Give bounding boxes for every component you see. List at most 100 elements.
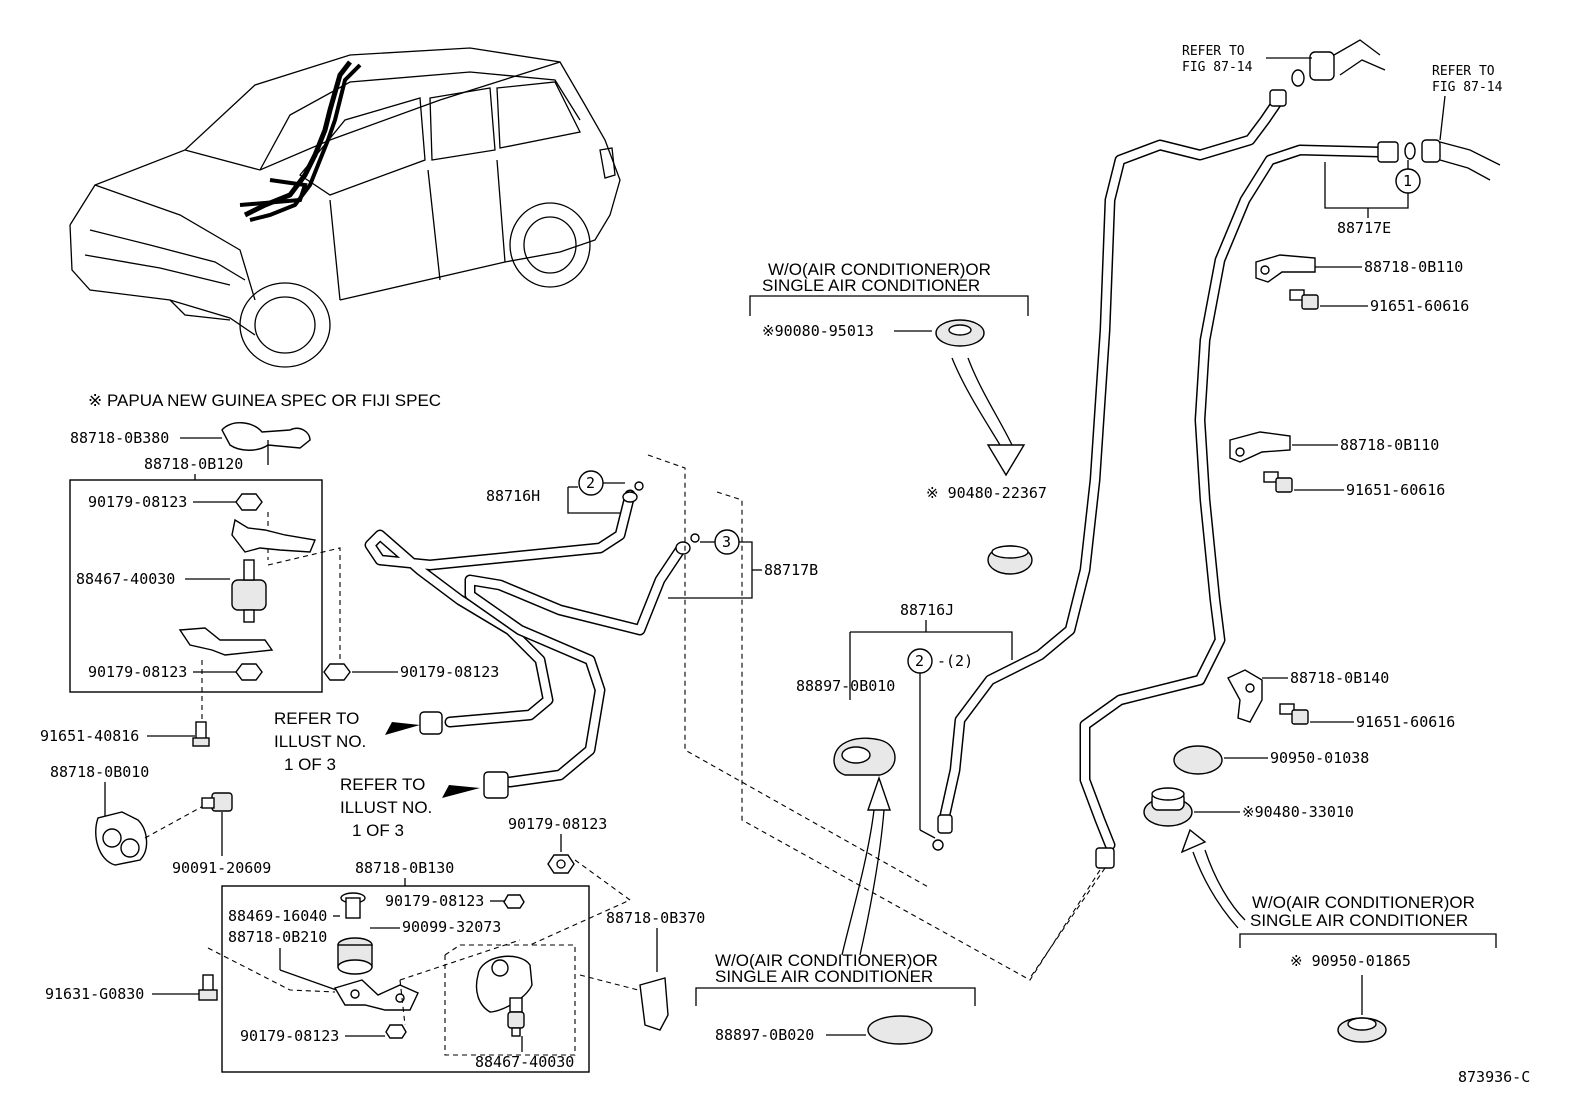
pipe-88717E (1079, 144, 1386, 869)
refer-illust-a-line2: ILLUST NO. (274, 732, 366, 751)
part-label-88469-16040[interactable]: 88469-16040 (228, 907, 327, 925)
pipe-88717B (464, 544, 686, 799)
bolt-91651-60616-c (1279, 703, 1309, 725)
clamp-88718-0B110-a (1255, 254, 1316, 283)
callout-1: 1 (1403, 172, 1412, 190)
grommet-90480-33010 (1143, 787, 1193, 827)
ac-group-bottom-line2: SINGLE AIR CONDITIONER (715, 967, 933, 986)
figure-id: 873936-C (1458, 1068, 1530, 1086)
damper-88467-40030-a (231, 559, 267, 623)
bolt-91651-40816 (192, 721, 210, 747)
part-label-90179-08123-c[interactable]: 90179-08123 (400, 663, 499, 681)
pipe-88716J (932, 92, 1286, 851)
part-label-88718-0B380[interactable]: 88718-0B380 (70, 429, 169, 447)
pipe-fittings-center (622, 481, 700, 555)
part-label-90091-20609[interactable]: 90091-20609 (172, 859, 271, 877)
ac-group-right-line2: SINGLE AIR CONDITIONER (1250, 911, 1468, 930)
bolt-91651-60616-a (1289, 289, 1319, 310)
part-label-90179-08123-b[interactable]: 90179-08123 (88, 663, 187, 681)
nut-90179-08123-f (547, 854, 575, 874)
nut-90179-08123-e (385, 1024, 407, 1039)
part-label-88718-0B110-b[interactable]: 88718-0B110 (1340, 436, 1439, 454)
part-label-91651-40816[interactable]: 91651-40816 (40, 727, 139, 745)
part-label-91651-60616-c[interactable]: 91651-60616 (1356, 713, 1455, 731)
part-label-88467-40030-b[interactable]: 88467-40030 (475, 1053, 574, 1071)
callout-2a: 2 (586, 474, 595, 492)
part-label-90179-08123-d[interactable]: 90179-08123 (385, 892, 484, 910)
part-label-90099-32073[interactable]: 90099-32073 (402, 918, 501, 936)
spec-note: ※ PAPUA NEW GUINEA SPEC OR FIJI SPEC (88, 391, 441, 410)
refer-fig-left-line1: REFER TO (1182, 44, 1245, 59)
part-label-90179-08123-f[interactable]: 90179-08123 (508, 815, 607, 833)
part-label-91651-60616-b[interactable]: 91651-60616 (1346, 481, 1445, 499)
part-label-91651-60616-a[interactable]: 91651-60616 (1370, 297, 1469, 315)
nut-90179-08123-c (323, 663, 351, 681)
plug-90480-22367 (987, 545, 1033, 575)
pipe-88716H (364, 489, 636, 735)
ac-group-top-line2: SINGLE AIR CONDITIONER (762, 276, 980, 295)
clip-88718-0B380 (221, 422, 311, 465)
ac-group-right-line1: W/O(AIR CONDITIONER)OR (1252, 893, 1475, 912)
fitting-top (1269, 39, 1386, 107)
part-label-88718-0B110-a[interactable]: 88718-0B110 (1364, 258, 1463, 276)
part-label-90480-22367[interactable]: ※ 90480-22367 (926, 484, 1047, 502)
part-label-90950-01865[interactable]: ※ 90950-01865 (1290, 952, 1411, 970)
clamp-88718-0B110-b (1229, 431, 1291, 463)
part-label-91631-G0830[interactable]: 91631-G0830 (45, 985, 144, 1003)
refer-illust-a-line1: REFER TO (274, 709, 359, 728)
part-label-88717B[interactable]: 88717B (764, 561, 818, 579)
callout-3: 3 (722, 533, 731, 551)
ac-group-top-line1: W/O(AIR CONDITIONER)OR (768, 260, 991, 279)
bracket-lower (178, 627, 274, 656)
spacer-88469-16040 (340, 892, 366, 919)
refer-fig-left-line2: FIG 87-14 (1182, 60, 1253, 75)
clamp-88718-0B370-a (475, 955, 533, 1013)
bolt-90091-20609 (201, 792, 233, 812)
grommet-90080-95013 (935, 319, 985, 347)
ac-group-bottom-line1: W/O(AIR CONDITIONER)OR (715, 951, 938, 970)
nut-90179-08123-d (503, 894, 525, 909)
clamp-88718-0B010 (95, 811, 148, 866)
nut-90179-08123-b (235, 663, 263, 681)
part-label-88718-0B210[interactable]: 88718-0B210 (228, 928, 327, 946)
part-label-88718-0B140[interactable]: 88718-0B140 (1290, 669, 1389, 687)
plug-90950-01865 (1337, 1017, 1387, 1043)
part-label-88718-0B010[interactable]: 88718-0B010 (50, 763, 149, 781)
vehicle-illustration (69, 47, 621, 368)
callout-2b-qty: -(2) (937, 652, 973, 670)
part-label-90179-08123-e[interactable]: 90179-08123 (240, 1027, 339, 1045)
bracket-upper (231, 518, 316, 553)
bracket-assembly-box (69, 479, 323, 693)
refer-fig-right-line2: FIG 87-14 (1432, 80, 1503, 95)
bolt-91651-60616-b (1263, 471, 1293, 493)
part-label-90179-08123-a[interactable]: 90179-08123 (88, 493, 187, 511)
part-label-88716J[interactable]: 88716J (900, 601, 954, 619)
plug-88897-0B020 (867, 1015, 933, 1045)
plug-90950-01038 (1173, 745, 1223, 775)
part-label-88717E[interactable]: 88717E (1337, 219, 1391, 237)
bracket-lower-box (221, 885, 590, 1073)
damper-88467-40030-b (507, 997, 525, 1037)
nut-90179-08123-a (235, 493, 263, 511)
refer-illust-b-line3: 1 OF 3 (352, 821, 404, 840)
bolt-91631-G0830 (198, 974, 218, 1001)
bracket-88718-0B210 (333, 979, 419, 1011)
part-label-88718-0B130[interactable]: 88718-0B130 (355, 859, 454, 877)
part-label-88467-40030-a[interactable]: 88467-40030 (76, 570, 175, 588)
part-label-88897-0B010[interactable]: 88897-0B010 (796, 677, 895, 695)
refer-illust-b-line2: ILLUST NO. (340, 798, 432, 817)
part-label-90480-33010[interactable]: ※90480-33010 (1242, 803, 1354, 821)
damper-90099-32073 (337, 937, 373, 975)
part-label-88716H[interactable]: 88716H (486, 487, 540, 505)
part-label-90950-01038[interactable]: 90950-01038 (1270, 749, 1369, 767)
part-label-90080-95013[interactable]: ※90080-95013 (762, 322, 874, 340)
part-label-88718-0B120[interactable]: 88718-0B120 (144, 455, 243, 473)
fitting-88717E (1377, 139, 1501, 181)
grommet-88897-0B010 (833, 737, 896, 776)
refer-fig-right-line1: REFER TO (1432, 64, 1495, 79)
callout-2b: 2 (915, 652, 924, 670)
part-label-88718-0B370[interactable]: 88718-0B370 (606, 909, 705, 927)
clamp-88718-0B370-b (639, 977, 669, 1031)
part-label-88897-0B020[interactable]: 88897-0B020 (715, 1026, 814, 1044)
